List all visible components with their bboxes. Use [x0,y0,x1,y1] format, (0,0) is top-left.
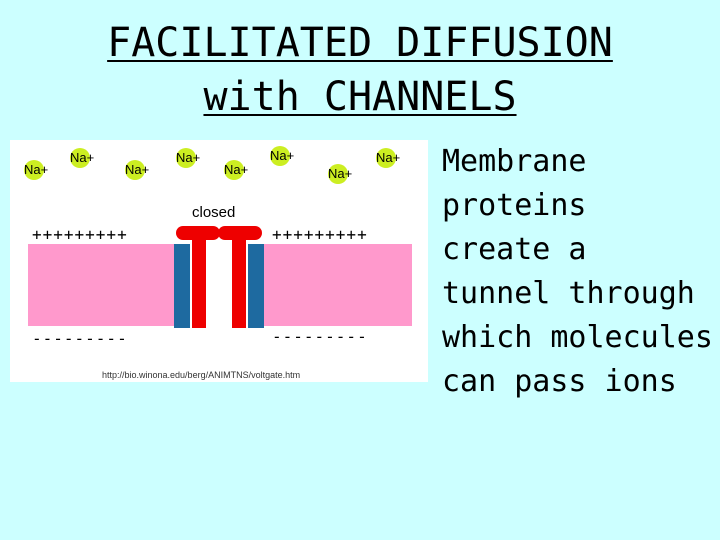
description-line: Membrane [442,144,587,179]
ion-label: Na+ [24,162,48,177]
channel-state-label: closed [192,204,235,221]
description-text: Membrane proteins create a tunnel throug… [442,140,718,404]
description-line: can pass ions [442,364,677,399]
ion-label: Na+ [328,166,352,181]
ion-na-8: Na+ [376,148,400,168]
channel-diagram: Na+ Na+ Na+ Na+ Na+ Na+ Na+ Na+ [10,140,428,382]
ion-label: Na+ [70,150,94,165]
ion-label: Na+ [125,162,149,177]
channel-protein-right [248,244,264,328]
description-line: proteins [442,188,587,223]
description-line: create a [442,232,587,267]
ion-na-5: Na+ [224,160,248,180]
ion-na-2: Na+ [70,148,94,168]
membrane-right [264,244,412,326]
ion-label: Na+ [270,148,294,163]
negative-charges-left: --------- [32,329,128,348]
page-title-line-1: FACILITATED DIFFUSION [107,20,613,66]
source-credit: http://bio.winona.edu/berg/ANIMTNS/voltg… [102,370,300,380]
ion-label: Na+ [376,150,400,165]
description-line: which molecules [442,320,713,355]
ion-na-6: Na+ [270,146,294,166]
ion-na-4: Na+ [176,148,200,168]
ion-label: Na+ [176,150,200,165]
positive-charges-left: +++++++++ [32,225,128,244]
channel-diagram-svg: Na+ Na+ Na+ Na+ Na+ Na+ Na+ Na+ [24,146,412,380]
page-title-line-2: with CHANNELS [203,74,517,120]
channel-gate [176,226,262,328]
ion-label: Na+ [224,162,248,177]
channel-protein-left [174,244,190,328]
membrane-left [28,244,174,326]
ion-na-7: Na+ [328,164,352,184]
negative-charges-right: --------- [272,327,368,346]
ion-na-3: Na+ [125,160,149,180]
positive-charges-right: +++++++++ [272,225,368,244]
description-line: tunnel through [442,276,695,311]
ion-na-1: Na+ [24,160,48,180]
